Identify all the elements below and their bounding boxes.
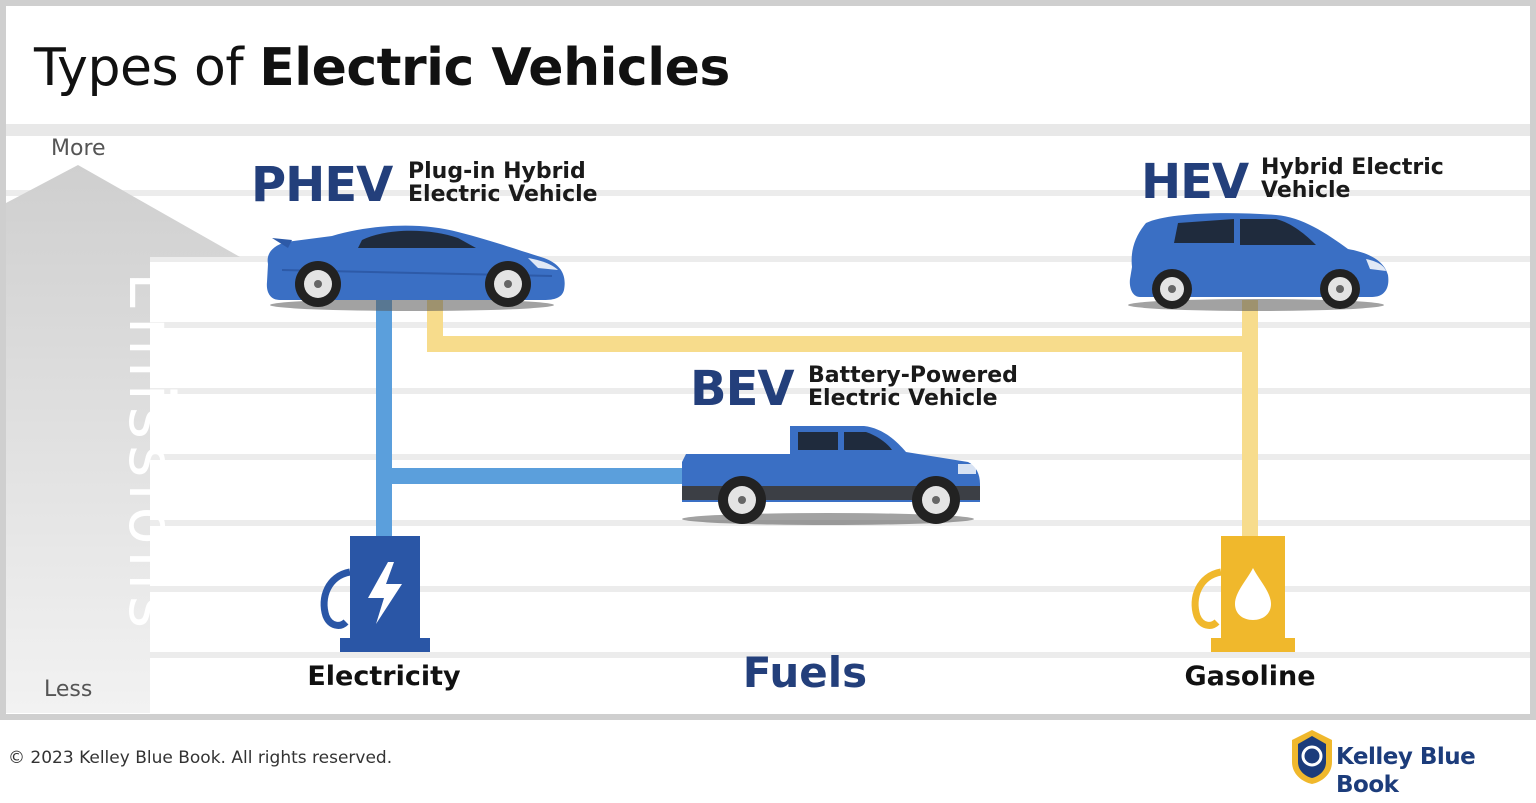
kbb-brand-name: Kelley Blue Book xyxy=(1336,743,1536,799)
gasoline-label: Gasoline xyxy=(1150,662,1350,692)
fuels-heading: Fuels xyxy=(705,650,905,696)
gas-pump-icon xyxy=(1189,532,1301,652)
electricity-label: Electricity xyxy=(284,662,484,692)
phev-full-name: Plug-in Hybrid Electric Vehicle xyxy=(408,160,598,206)
connector-lines xyxy=(0,0,1536,720)
hev-full-name: Hybrid Electric Vehicle xyxy=(1261,156,1444,202)
hatchback-icon xyxy=(1126,209,1392,313)
electric-charger-icon xyxy=(318,532,430,652)
sports-car-icon xyxy=(262,218,570,313)
pickup-truck-icon xyxy=(678,422,982,526)
hev-abbreviation: HEV xyxy=(1141,157,1248,207)
bev-abbreviation: BEV xyxy=(690,364,794,414)
bev-full-name: Battery-Powered Electric Vehicle xyxy=(808,364,1018,410)
copyright-text: © 2023 Kelley Blue Book. All rights rese… xyxy=(8,747,392,769)
kbb-logo-icon xyxy=(1290,728,1334,786)
phev-abbreviation: PHEV xyxy=(251,160,392,210)
